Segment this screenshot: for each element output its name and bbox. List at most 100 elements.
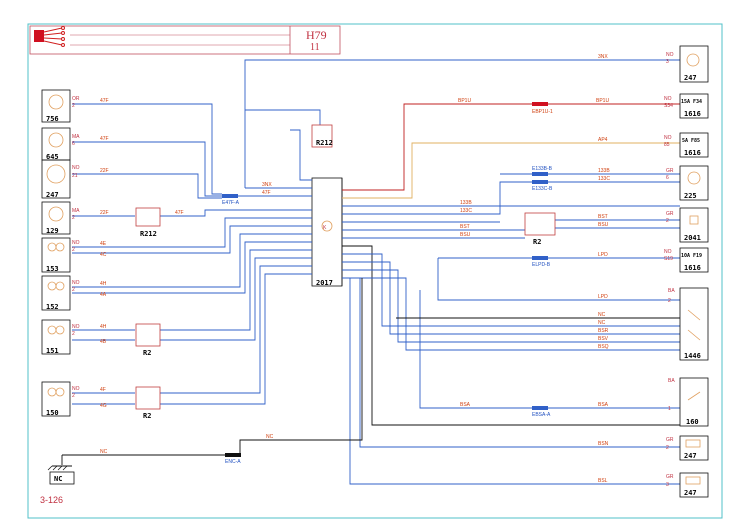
svg-text:133C: 133C <box>598 176 610 182</box>
svg-text:BP1U: BP1U <box>596 98 609 104</box>
svg-text:225: 225 <box>684 192 697 200</box>
svg-text:47F: 47F <box>100 98 109 104</box>
svg-text:NO: NO <box>72 280 80 286</box>
svg-text:4H: 4H <box>100 281 107 287</box>
svg-text:2: 2 <box>72 287 75 293</box>
splice-ebp1u: EBP1U-1 <box>532 109 553 115</box>
svg-text:160: 160 <box>686 418 699 426</box>
svg-text:247: 247 <box>684 74 697 82</box>
svg-text:756: 756 <box>46 115 59 123</box>
connector-r212-top: R212 <box>316 139 333 147</box>
svg-text:1616: 1616 <box>684 264 701 272</box>
component-1616-b: 5A F85 1616 NO 85 <box>664 132 709 158</box>
component-160: 160 BA 1 <box>668 377 709 427</box>
svg-text:4B: 4B <box>100 339 107 345</box>
svg-text:1446: 1446 <box>684 352 701 360</box>
title-block: H79 11 <box>29 25 341 55</box>
svg-text:10A F19: 10A F19 <box>681 253 702 259</box>
svg-text:1616: 1616 <box>684 149 701 157</box>
component-225: 225 GR 6 <box>666 165 709 201</box>
component-2041: 2041 GR 2 <box>666 207 709 243</box>
svg-text:GR: GR <box>666 168 674 174</box>
svg-text:BA: BA <box>668 288 675 294</box>
svg-text:2041: 2041 <box>684 234 701 242</box>
svg-text:22F: 22F <box>100 210 109 216</box>
svg-text:1: 1 <box>668 406 671 412</box>
ground-symbol: NC <box>47 455 75 485</box>
component-150: 150 NO 2 <box>41 381 80 417</box>
svg-text:NO: NO <box>664 135 672 141</box>
svg-text:150: 150 <box>46 409 59 417</box>
component-152: 152 NO 2 <box>41 275 80 311</box>
component-1616-a: 15A F34 1616 NO S34 <box>664 93 709 119</box>
svg-text:K: K <box>323 225 327 231</box>
svg-text:NO: NO <box>72 386 80 392</box>
svg-text:LPD: LPD <box>598 252 608 258</box>
component-153: 153 NO 2 <box>41 237 80 273</box>
svg-text:BSU: BSU <box>460 232 471 238</box>
svg-text:GR: GR <box>666 211 674 217</box>
svg-text:133B: 133B <box>598 168 610 174</box>
svg-text:LPD: LPD <box>598 294 608 300</box>
svg-text:1616: 1616 <box>684 110 701 118</box>
svg-text:4H: 4H <box>100 324 107 330</box>
svg-text:247: 247 <box>684 489 697 497</box>
svg-text:2: 2 <box>72 247 75 253</box>
svg-text:NO: NO <box>72 165 80 171</box>
component-1446: 1446 BA 2 <box>668 287 709 361</box>
svg-text:BSL: BSL <box>598 478 608 484</box>
title-code: H79 <box>306 28 327 42</box>
svg-text:129: 129 <box>46 227 59 235</box>
connector-r212-left: R212 <box>140 230 157 238</box>
svg-text:15A F34: 15A F34 <box>681 99 702 105</box>
svg-text:MA: MA <box>72 208 80 214</box>
splice-ebsa: EBSA-A <box>532 412 551 418</box>
svg-text:NO: NO <box>666 52 674 58</box>
svg-text:NC: NC <box>100 449 108 455</box>
svg-text:BST: BST <box>598 214 608 220</box>
svg-text:47F: 47F <box>100 136 109 142</box>
svg-text:645: 645 <box>46 153 59 161</box>
svg-text:5A F85: 5A F85 <box>682 138 700 144</box>
component-151: 151 NO 2 <box>41 319 80 355</box>
svg-text:85: 85 <box>664 142 670 148</box>
svg-text:BSN: BSN <box>598 441 609 447</box>
splice-e133c: E133C-B <box>532 186 553 192</box>
left-components: 756 OR 2 645 MA 6 247 NO 21 129 MA 2 <box>41 89 80 417</box>
svg-text:BSV: BSV <box>598 336 609 342</box>
svg-text:151: 151 <box>46 347 59 355</box>
svg-text:GR: GR <box>666 474 674 480</box>
svg-text:S19: S19 <box>664 256 673 262</box>
right-components: 247 NO 3 15A F34 1616 NO S34 5A F85 1616… <box>664 45 709 498</box>
svg-text:2: 2 <box>666 445 669 451</box>
svg-text:GR: GR <box>666 437 674 443</box>
svg-text:NO: NO <box>72 324 80 330</box>
svg-text:153: 153 <box>46 265 59 273</box>
svg-text:NO: NO <box>664 96 672 102</box>
splice-enc: ENC-A <box>225 459 241 465</box>
svg-text:3NX: 3NX <box>598 54 608 60</box>
splice-e133b: E133B-B <box>532 166 553 172</box>
svg-text:2: 2 <box>72 215 75 221</box>
svg-text:NO: NO <box>664 249 672 255</box>
svg-text:133C: 133C <box>460 208 472 214</box>
svg-text:NC: NC <box>598 312 606 318</box>
svg-text:21: 21 <box>72 173 78 179</box>
blue-wires <box>72 59 680 405</box>
svg-text:OR: OR <box>72 96 80 102</box>
svg-text:NC: NC <box>266 434 274 440</box>
splice-e47f: E47F-A <box>222 200 240 206</box>
svg-text:2: 2 <box>72 393 75 399</box>
connector-r2-b: R2 <box>143 349 151 357</box>
svg-text:4F: 4F <box>100 387 106 393</box>
central-unit-number: 2017 <box>316 279 333 287</box>
ground-label: NC <box>54 475 62 483</box>
svg-text:2: 2 <box>668 298 671 304</box>
svg-text:4C: 4C <box>100 252 107 258</box>
svg-text:BP1U: BP1U <box>458 98 471 104</box>
svg-text:2: 2 <box>666 218 669 224</box>
svg-text:6: 6 <box>666 175 669 181</box>
svg-text:BSU: BSU <box>598 222 609 228</box>
